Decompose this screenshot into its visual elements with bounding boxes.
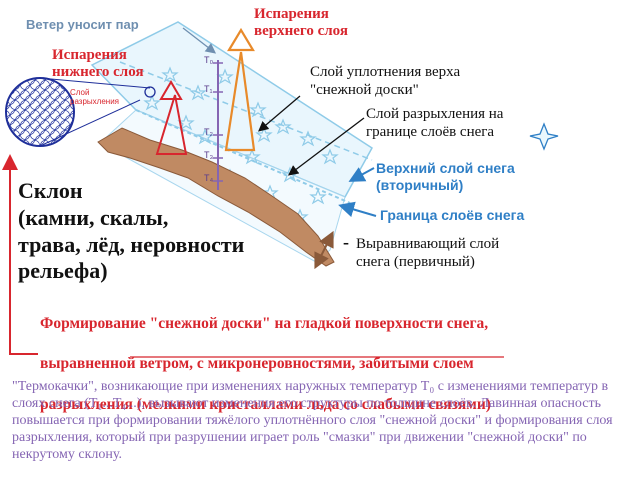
wind-label: Ветер уносит пар bbox=[26, 17, 139, 32]
upper-snow-pointer bbox=[348, 167, 375, 182]
mesh-connector-top bbox=[39, 77, 151, 89]
temperature-ticks bbox=[213, 62, 223, 182]
mesh-focus-dot bbox=[144, 86, 156, 98]
tick-t0: T₀ bbox=[204, 55, 214, 65]
upper-evaporation-arrow bbox=[224, 51, 256, 152]
slab-line-2: выравненной ветром, с микронеровностями,… bbox=[40, 355, 474, 373]
slab-formation-text: Формирование "снежной доски" на гладкой … bbox=[40, 294, 491, 415]
boundary-pointer bbox=[338, 201, 377, 218]
mesh-circle bbox=[5, 77, 75, 147]
slope-label: Склон (камни, скалы, трава, лёд, неровно… bbox=[18, 178, 245, 284]
thermal-note: "Термокачки", возникающие при изменениях… bbox=[12, 379, 613, 463]
upper-evaporation-label: Испарения верхнего слоя bbox=[254, 6, 348, 40]
wind-arrow bbox=[182, 27, 217, 54]
slab-line-3: разрыхления (мелкими кристаллами льда со… bbox=[40, 395, 491, 413]
mesh-connector-bottom bbox=[39, 99, 141, 147]
lower-evaporation-label: Испарения нижнего слоя bbox=[52, 47, 144, 81]
slab-line-1: Формирование "снежной доски" на гладкой … bbox=[40, 315, 489, 333]
compaction-label: Слой уплотнения верха "снежной доски" bbox=[310, 64, 461, 98]
leveling-label: Выравнивающий слой снега (первичный) bbox=[356, 236, 500, 270]
slab-bracket-line bbox=[2, 154, 38, 355]
lower-evaporation-arrow bbox=[155, 94, 188, 155]
compaction-pointer bbox=[258, 95, 301, 132]
lower-evaporation-arrow-head bbox=[159, 80, 183, 100]
upper-evaporation-arrow-head bbox=[227, 27, 255, 52]
boundary-line bbox=[135, 109, 351, 204]
tick-t3: T₃ bbox=[204, 150, 214, 160]
loose-small-label: Слой разрыхления bbox=[70, 88, 120, 107]
tick-t1: T₁ bbox=[204, 84, 213, 94]
snow-crystals bbox=[143, 66, 339, 225]
boundary-label: Граница слоёв снега bbox=[380, 207, 525, 223]
tick-t4: T₄ bbox=[204, 173, 214, 183]
upper-snow-label: Верхний слой снега (вторичный) bbox=[376, 160, 515, 193]
loosening-pointer bbox=[287, 117, 365, 176]
thickness-arrow bbox=[314, 230, 334, 270]
dash-mark: - bbox=[343, 232, 349, 252]
loosening-label: Слой разрыхления на границе слоёв снега bbox=[366, 106, 504, 140]
tick-t2: T₂ bbox=[204, 127, 213, 137]
star-icon bbox=[529, 122, 559, 151]
